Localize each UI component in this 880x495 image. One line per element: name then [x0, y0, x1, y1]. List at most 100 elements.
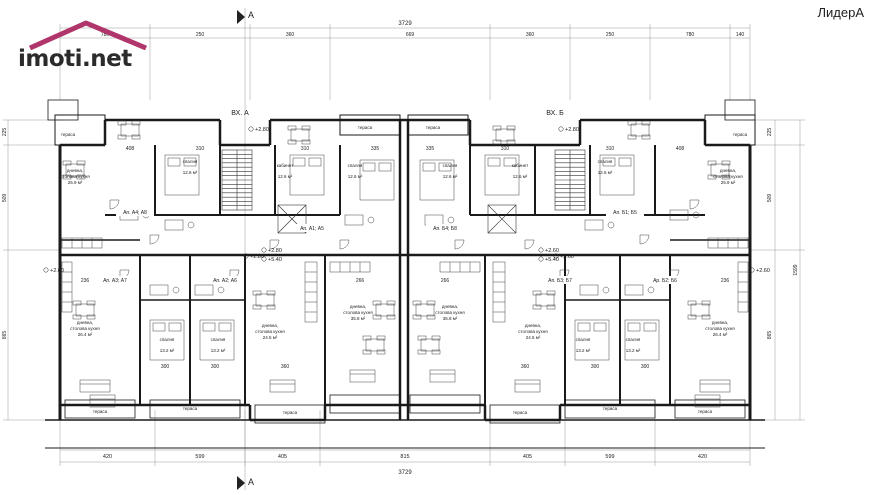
- pillow: [308, 157, 322, 167]
- level-marker-icon: [261, 256, 267, 262]
- chair: [252, 290, 262, 296]
- room-area: 26.4 м²: [78, 332, 93, 337]
- bathtub: [194, 284, 214, 296]
- chair: [301, 139, 311, 145]
- building-walls: [45, 10, 765, 490]
- room-name: кабинет: [512, 163, 529, 168]
- room-dimension: 300: [591, 364, 600, 370]
- terrace-outline: [64, 399, 136, 419]
- sofa: [699, 379, 731, 393]
- room-dimension: 310: [606, 146, 615, 152]
- bed: [484, 154, 520, 196]
- chair: [431, 335, 441, 341]
- terrace-outline: [149, 399, 241, 419]
- chair: [506, 139, 516, 145]
- builder-name: ЛидерА: [817, 5, 864, 20]
- chair: [417, 349, 427, 355]
- room-area: 35.8 м²: [443, 316, 458, 321]
- room-name: столова кухня: [518, 329, 548, 334]
- dim-bottom: 405: [278, 454, 287, 460]
- chair: [62, 174, 72, 180]
- dim-left: 865: [2, 331, 8, 340]
- apartment-tag-bg: [206, 276, 244, 284]
- chair: [301, 125, 311, 131]
- terrace-outline: [564, 399, 656, 419]
- room-area: 13.2 м²: [160, 348, 175, 353]
- level-label: +2.80: [565, 127, 579, 133]
- pillow: [602, 157, 616, 167]
- balcony-outline: [724, 99, 756, 121]
- room-name: тераса: [358, 125, 373, 130]
- room-area: 24.5 м²: [263, 335, 278, 340]
- room-name: дневна,: [67, 168, 83, 173]
- room-name: столова кухня: [713, 174, 743, 179]
- dining-table: [415, 303, 435, 317]
- room-area: 13.2 м²: [576, 348, 591, 353]
- room-dimension: 310: [301, 146, 310, 152]
- wc: [172, 286, 180, 294]
- room-name: тераса: [283, 410, 298, 415]
- pillow: [168, 322, 182, 332]
- pillow: [362, 162, 376, 172]
- room-dimension: 408: [676, 146, 685, 152]
- chair: [492, 139, 502, 145]
- pillow: [487, 157, 501, 167]
- room-name: тераса: [513, 410, 528, 415]
- dim-right: 509: [767, 194, 773, 203]
- brand-logo[interactable]: imoti.net: [18, 20, 168, 75]
- apartment-tag-bg: [606, 208, 644, 216]
- dim-right: 1599: [793, 264, 799, 275]
- apartment-tag-bg: [541, 276, 579, 284]
- balcony-outline: [47, 99, 79, 121]
- pillow: [422, 162, 436, 172]
- room-name: тераса: [61, 132, 76, 137]
- apartment-tag-bg: [293, 224, 331, 232]
- pillow: [152, 322, 166, 332]
- dim-bottom: 420: [698, 454, 707, 460]
- room-area: 12.6 м²: [443, 174, 458, 179]
- bathtub: [579, 284, 599, 296]
- section-arrow-icon: [237, 10, 245, 24]
- door-swing: [524, 239, 535, 250]
- chair: [431, 349, 441, 355]
- chair: [86, 300, 96, 306]
- room-dimension: 300: [211, 364, 220, 370]
- dim-top: 780: [686, 32, 695, 38]
- chair: [117, 120, 127, 126]
- level-label: +5.40: [268, 257, 282, 263]
- section-marker-top: A: [248, 10, 254, 20]
- room-name: столова кухня: [705, 326, 735, 331]
- level-label: +2.60: [545, 248, 559, 254]
- room-name: дневна,: [525, 323, 541, 328]
- dim-bottom: 599: [195, 454, 204, 460]
- dining-table: [630, 123, 650, 137]
- dim-top: 250: [196, 32, 205, 38]
- pillow: [167, 157, 181, 167]
- bed: [199, 319, 235, 361]
- chair: [376, 349, 386, 355]
- bed: [574, 319, 610, 361]
- door-swing: [149, 234, 160, 245]
- dim-bottom: 599: [605, 454, 614, 460]
- dining-table: [290, 128, 310, 142]
- chair: [492, 125, 502, 131]
- chair: [72, 314, 82, 320]
- level-marker-icon: [538, 256, 544, 262]
- elevator-shaft: [487, 204, 517, 234]
- level-marker-icon: [261, 247, 267, 253]
- bathtub: [584, 219, 604, 231]
- wc: [647, 286, 655, 294]
- pillow: [218, 322, 232, 332]
- door-swing: [339, 239, 350, 250]
- chair: [426, 300, 436, 306]
- pillow: [438, 162, 452, 172]
- room-name: дневна,: [712, 320, 728, 325]
- room-dimension: 300: [161, 364, 170, 370]
- dimension-grid: [3, 8, 805, 490]
- bathtub: [624, 284, 644, 296]
- level-label: +2.60: [756, 268, 770, 274]
- chair: [76, 160, 86, 166]
- terrace-outline: [489, 404, 561, 424]
- apartment-tag-bg: [96, 276, 134, 284]
